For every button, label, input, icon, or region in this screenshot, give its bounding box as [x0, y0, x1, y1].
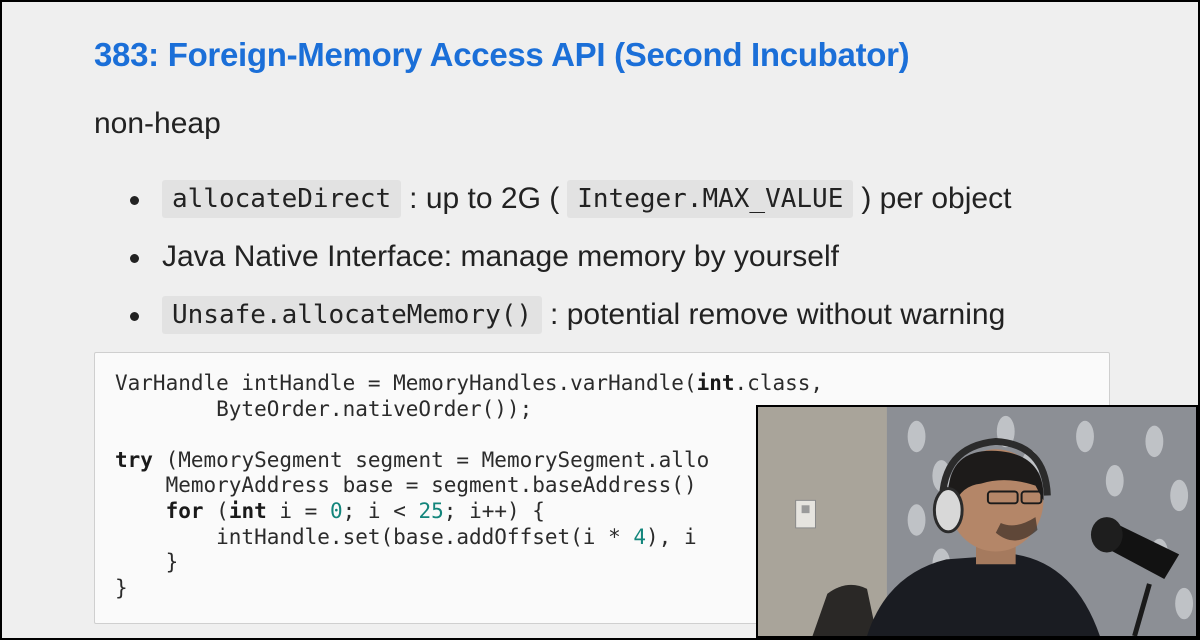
slide-title: 383: Foreign-Memory Access API (Second I…: [94, 36, 910, 73]
bullet-text: : up to 2G (: [409, 182, 560, 215]
bullet-text: ) per object: [861, 182, 1012, 215]
bullet-text: : potential remove without warning: [550, 298, 1006, 331]
inline-code: allocateDirect: [162, 180, 402, 218]
bullet-item: Java Native Interface: manage memory by …: [130, 228, 1011, 286]
slide-subtitle: non-heap: [94, 107, 221, 140]
bullet-dot: [130, 254, 139, 263]
bullet-item: Unsafe.allocateMemory() : potential remo…: [130, 286, 1011, 344]
inline-code: Integer.MAX_VALUE: [567, 180, 854, 218]
bullet-list: allocateDirect : up to 2G ( Integer.MAX_…: [130, 170, 1012, 344]
webcam-overlay: [756, 405, 1198, 638]
code-text: VarHandle intHandle = MemoryHandles.varH…: [115, 371, 824, 600]
bullet-dot: [130, 312, 139, 321]
inline-code: Unsafe.allocateMemory(): [162, 296, 543, 334]
bullet-dot: [130, 196, 139, 205]
bullet-item: allocateDirect : up to 2G ( Integer.MAX_…: [130, 170, 1012, 228]
bullet-text: Java Native Interface: manage memory by …: [162, 240, 839, 273]
presenter-video: [758, 407, 1196, 636]
